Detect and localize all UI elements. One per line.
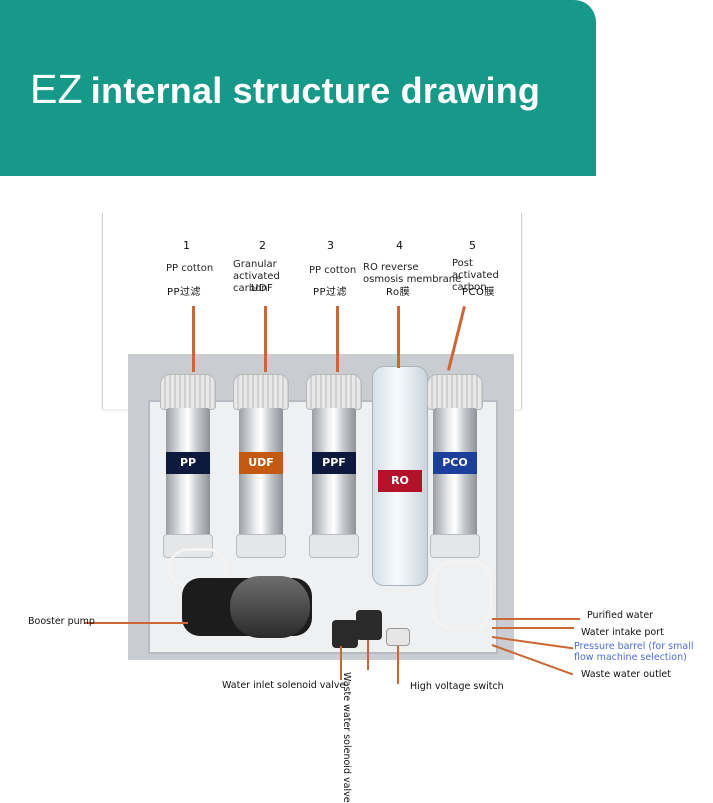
filter-band: RO [378, 470, 422, 492]
filter-cap [306, 374, 362, 410]
pump-motor [230, 576, 310, 638]
filter-base [236, 534, 286, 558]
filter-band: PP [166, 452, 210, 474]
leader-line [397, 646, 399, 684]
stage-cn-3: PP过滤 [313, 287, 348, 298]
stage-name-4: RO reverse osmosis membrane [363, 262, 462, 285]
filter-3: PPF [306, 374, 362, 564]
filter-band: PCO [433, 452, 477, 474]
annotation-waste-water-outlet: Waste water outlet [581, 669, 671, 680]
stage-name-1: PP cotton [166, 263, 214, 274]
stage-cn-4: Ro膜 [386, 287, 411, 298]
annotation-high-voltage-switch: High voltage switch [410, 681, 504, 692]
leader-line [397, 306, 400, 368]
annotation-water-intake-port: Water intake port [581, 627, 664, 638]
leader-line [492, 618, 580, 620]
leader-line [492, 627, 574, 629]
stage-number-3: 3 [327, 239, 334, 252]
stage-name-3: PP cotton [309, 265, 357, 276]
leader-line [336, 306, 339, 372]
brand-name: EZ [30, 66, 83, 112]
stage-name-2: Granular activated carbon [233, 259, 280, 294]
inlet-solenoid-valve [332, 620, 358, 648]
stage-cn-5: PCO膜 [462, 287, 495, 298]
filter-cap [427, 374, 483, 410]
filter-band: UDF [239, 452, 283, 474]
filter-band: PPF [312, 452, 356, 474]
filter-base [430, 534, 480, 558]
waste-solenoid-valve [356, 610, 382, 640]
filter-cap [233, 374, 289, 410]
leader-line [264, 306, 267, 372]
annotation-pressure-barrel: Pressure barrel (for small flow machine … [574, 641, 694, 663]
filter-base [309, 534, 359, 558]
filter-base [163, 534, 213, 558]
leader-line [192, 306, 195, 372]
filter-4: RO [372, 366, 428, 596]
stage-number-5: 5 [469, 239, 476, 252]
stage-cn-1: PP过滤 [167, 287, 202, 298]
high-voltage-switch [386, 628, 410, 646]
annotation-purified-water: Purified water [587, 610, 654, 621]
leader-line [340, 646, 342, 680]
stage-cn-2: UDF [251, 283, 274, 294]
stage-name-5: Post activated carbon [452, 258, 499, 293]
filter-1: PP [160, 374, 216, 564]
leader-line [84, 622, 188, 624]
annotation-water-inlet-solenoid: Water inlet solenoid valve [222, 680, 346, 691]
annotation-booster-pump: Booster pump [28, 616, 95, 627]
annotation-waste-water-solenoid: Waste water solenoid valve [341, 672, 352, 803]
title-text: internal structure drawing [90, 70, 541, 111]
tube [432, 560, 492, 630]
filter-cap [160, 374, 216, 410]
stage-number-2: 2 [259, 239, 266, 252]
filter-2: UDF [233, 374, 289, 564]
stage-number-1: 1 [183, 239, 190, 252]
filter-5: PCO [427, 374, 483, 564]
leader-line [367, 640, 369, 670]
stage-number-4: 4 [396, 239, 403, 252]
